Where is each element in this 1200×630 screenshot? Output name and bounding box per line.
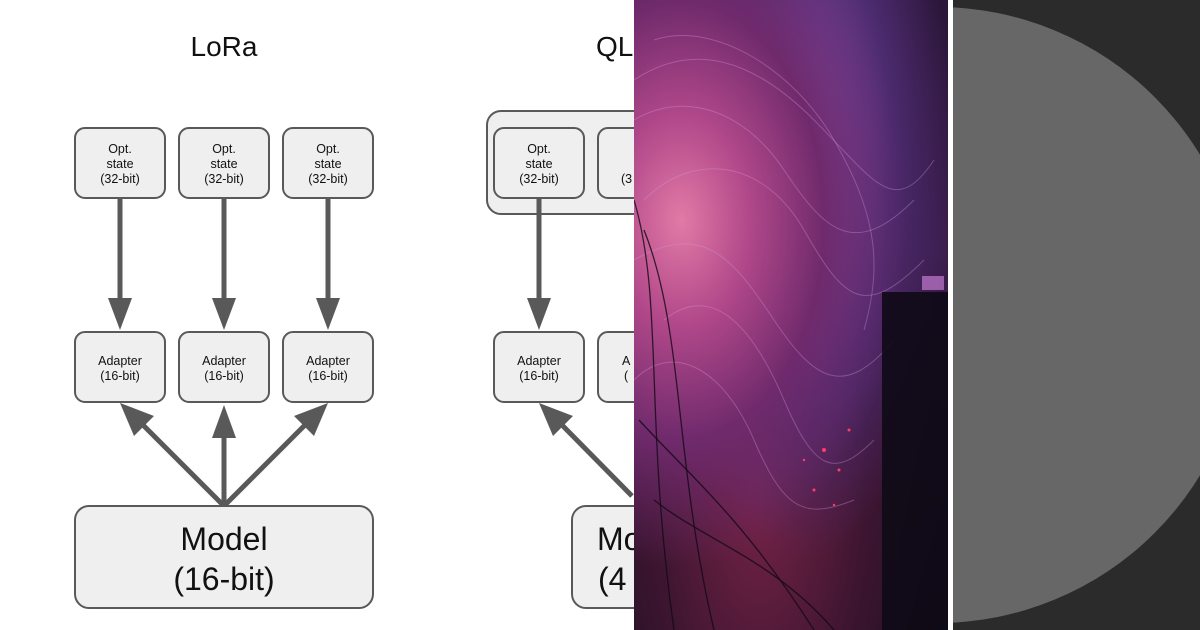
adapter-line-2: (16-bit) [204, 369, 244, 383]
lora-title: LoRa [191, 31, 258, 62]
adapter-partial-line-2: ( [624, 369, 629, 383]
adapter-line-2: (16-bit) [100, 369, 140, 383]
adapter-partial-line-1: A [622, 354, 631, 368]
opt-state-line-1: Opt. [212, 142, 236, 156]
opt-state-line-2: state [106, 157, 133, 171]
lora-comparison-diagram: LoRa Opt. state (32-bit) Opt. state (32-… [74, 31, 634, 609]
qlora-arrowhead-up-left [539, 403, 573, 436]
opt-state-line-2: state [525, 157, 552, 171]
opt-state-line-1: Opt. [527, 142, 551, 156]
qlora-model-partial-line-2: (4 [598, 561, 626, 597]
opt-to-adapter-arrows [108, 198, 340, 330]
opt-state-line-1: Opt. [108, 142, 132, 156]
adapter-line-1: Adapter [202, 354, 246, 368]
qlora-opt-state-box-1: Opt. state (32-bit) [493, 127, 585, 199]
opt-state-line-3: (32-bit) [100, 172, 140, 186]
opt-state-line-3: (32-bit) [519, 172, 559, 186]
opt-state-line-3: (32-bit) [308, 172, 348, 186]
model-box: Model (16-bit) [74, 505, 374, 609]
qlora-arrow-up-left [559, 422, 634, 498]
qlora-diagram-partial: QL Opt. state (32-bit) (3 Adapter (16-bi… [486, 31, 634, 609]
adapter-line-1: Adapter [98, 354, 142, 368]
adapter-line-1: Adapter [306, 354, 350, 368]
adapter-line-2: (16-bit) [308, 369, 348, 383]
adapter-box-2: Adapter (16-bit) [178, 331, 270, 403]
qlora-adapter-box-1: Adapter (16-bit) [493, 331, 585, 403]
adapter-box-3: Adapter (16-bit) [282, 331, 374, 403]
adapter-line-1: Adapter [517, 354, 561, 368]
adapter-line-2: (16-bit) [519, 369, 559, 383]
opt-state-line-2: state [210, 157, 237, 171]
opt-state-box-3: Opt. state (32-bit) [282, 127, 374, 199]
qlora-model-box-partial: Mo (4 [571, 505, 634, 609]
panel-divider [948, 0, 953, 630]
opt-state-line-1: Opt. [316, 142, 340, 156]
neural-fibers-photo [634, 0, 948, 630]
model-to-adapter-arrows [120, 403, 328, 508]
qlora-opt-state-box-2-partial: (3 [597, 127, 634, 199]
gray-placeholder-panel [953, 0, 1200, 630]
model-line-1: Model [180, 521, 267, 557]
qlora-title-partial: QL [596, 31, 633, 62]
fiber-strands-illustration [634, 35, 948, 630]
opt-state-line-2: state [314, 157, 341, 171]
model-line-2: (16-bit) [173, 561, 274, 597]
qlora-model-partial-line-1: Mo [597, 521, 634, 557]
opt-state-box-2: Opt. state (32-bit) [178, 127, 270, 199]
gray-circle-shape [953, 7, 1200, 623]
qlora-arrowhead-down [527, 298, 551, 330]
qlora-adapter-box-2-partial: A ( [597, 331, 634, 403]
opt-state-partial-text: (3 [621, 172, 632, 186]
opt-state-line-3: (32-bit) [204, 172, 244, 186]
opt-state-box-1: Opt. state (32-bit) [74, 127, 166, 199]
adapter-box-1: Adapter (16-bit) [74, 331, 166, 403]
